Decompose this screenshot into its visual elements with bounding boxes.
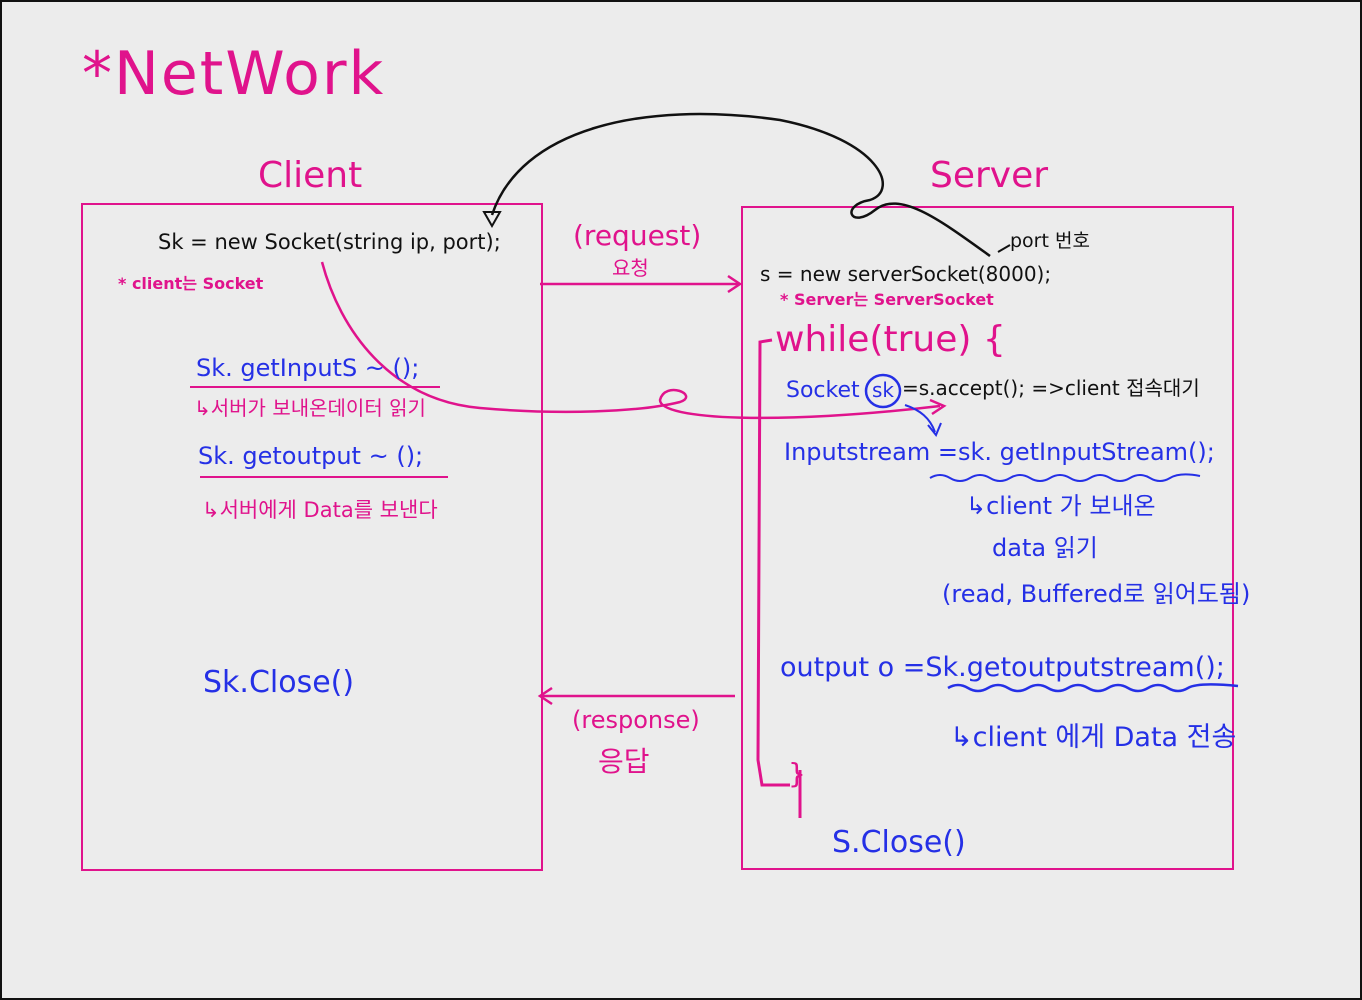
sk-pointer-arrow (904, 404, 936, 433)
inputstream-underline (929, 473, 1201, 482)
server-box (741, 206, 1234, 870)
client-socket-line: Sk = new Socket(string ip, port); (158, 230, 501, 254)
accept-suffix: =s.accept(); =>client 접속대기 (902, 376, 1200, 400)
while-loop-bracket (756, 338, 802, 818)
accept-var: sk (872, 378, 895, 402)
while-line: while(true) { (775, 319, 1006, 360)
sk-pointer-arrowhead (927, 422, 942, 437)
client-input-note: ↳서버가 보내온데이터 읽기 (194, 396, 426, 420)
client-output-line: Sk. getoutput ~ (); (198, 442, 424, 470)
server-close-line: S.Close() (832, 825, 966, 860)
port-link-curve (490, 112, 991, 258)
server-input-note-3: (read, Buffered로 읽어도됨) (942, 580, 1251, 608)
client-box (81, 203, 543, 871)
response-label: (response) (572, 706, 700, 734)
port-note: port 번호 (1010, 230, 1090, 252)
client-output-note: ↳서버에게 Data를 보낸다 (202, 498, 438, 522)
server-output-note: ↳client 에게 Data 전송 (950, 722, 1237, 753)
diagram-title: *NetWork (82, 39, 386, 109)
client-input-line: Sk. getInputS ~ (); (196, 354, 420, 382)
inputstream-line: Inputstream =sk. getInputStream(); (784, 438, 1215, 466)
client-label: Client (258, 155, 363, 196)
request-arrow (540, 274, 743, 294)
server-label: Server (930, 155, 1049, 196)
client-close-line: Sk.Close() (203, 665, 355, 700)
request-korean-label: 요청 (612, 256, 649, 280)
server-socket-line: s = new serverSocket(8000); (760, 262, 1052, 286)
server-input-note-1: ↳client 가 보내온 (966, 492, 1156, 520)
server-input-note-2: data 읽기 (992, 534, 1098, 562)
while-close-brace: } (788, 757, 806, 790)
response-arrow (537, 686, 735, 706)
port-link-arrowhead (482, 211, 502, 229)
accept-prefix: Socket (786, 378, 860, 403)
socket-link-curve (320, 261, 941, 420)
client-note: * client는 Socket (118, 274, 264, 293)
request-label: (request) (573, 219, 702, 252)
server-note: * Server는 ServerSocket (780, 290, 994, 309)
response-korean-label: 응답 (598, 745, 650, 778)
port-note-pointer (997, 244, 1011, 253)
server-output-line: output o =Sk.getoutputstream(); (780, 652, 1225, 683)
outputstream-underline (947, 683, 1239, 693)
socket-link-arrowhead (929, 398, 947, 416)
sk-highlight-circle (864, 373, 902, 409)
